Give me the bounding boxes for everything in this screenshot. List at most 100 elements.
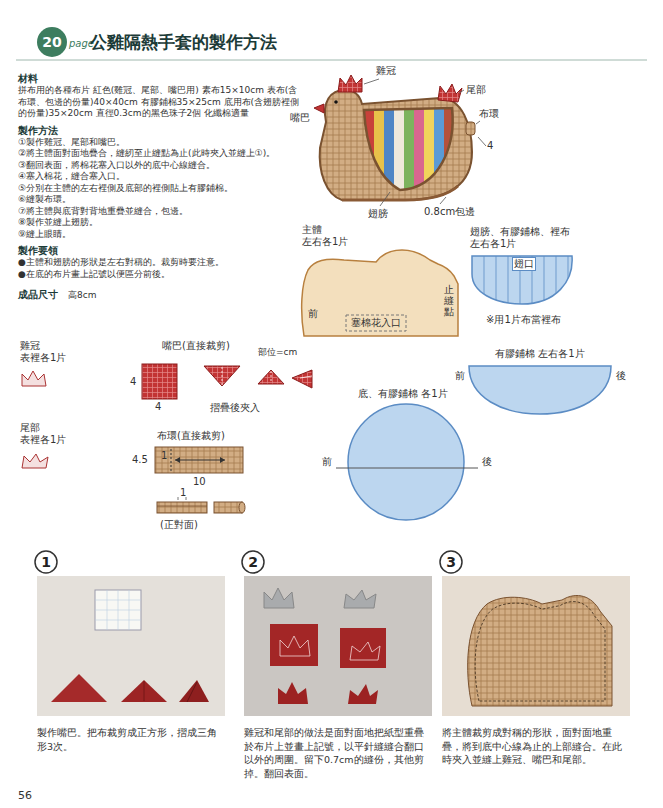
chicken-illustration-part: [334, 100, 338, 104]
chicken-illustration-part: [438, 84, 462, 102]
dimension: 4: [155, 401, 161, 413]
section-heading: 材料: [18, 73, 300, 85]
photo-panel-drawing: [442, 576, 630, 716]
dimension: 4: [130, 376, 136, 388]
piece-label: 雞冠 表裡各1片: [20, 340, 78, 364]
dimension: 10: [193, 476, 206, 488]
photo-panel-drawing: [264, 588, 294, 608]
chicken-illustration: [314, 75, 475, 200]
photo-panel-drawing: [121, 680, 167, 702]
pattern-piece-drawing: [556, 256, 557, 306]
loop-strip-steps-part: [157, 506, 207, 507]
photo-panel: 1製作嘴巴。把布裁剪成正方形，摺成三角形3次。: [33, 550, 229, 790]
photo-panel-drawing: [144, 681, 145, 701]
chicken-illustration-part: [320, 90, 472, 200]
chicken-illustration-part: [338, 75, 362, 92]
mark-label: 止縫點: [444, 284, 454, 317]
pattern-piece-drawing: [22, 371, 46, 386]
chicken-illustration-part-part: [434, 105, 444, 195]
photo-panel-drawing: [37, 576, 225, 716]
piece-label: 布環(直接裁剪): [157, 430, 225, 442]
dimension: 1: [180, 487, 186, 499]
photo-panel-drawing: [264, 588, 386, 704]
photo-panel-drawing: [440, 551, 462, 573]
dimension: 4: [487, 140, 493, 152]
pattern-piece-drawing: [496, 256, 497, 306]
photo-panel-drawing: [348, 684, 378, 704]
piece-label: 嘴巴(直接裁剪): [162, 340, 230, 352]
pattern-piece-drawing: [175, 457, 225, 463]
pattern-piece-drawing: [175, 460, 225, 461]
page-header-part: [37, 27, 67, 57]
dimension: 4.5: [132, 454, 148, 466]
piece-label: 底、有膠鋪棉 各1片: [358, 388, 448, 400]
part-name: 翅膀: [368, 208, 388, 220]
photo-panel: 3將主體裁剪成對稱的形狀，面對面地重疊，將到底中心線為止的上部縫合。在此時夾入並…: [438, 550, 634, 790]
beak-folding-steps-part: [292, 370, 312, 388]
photo-panel-drawing: [350, 642, 380, 660]
beak-folding-steps: [204, 366, 312, 388]
chicken-illustration-part-part: [394, 105, 404, 195]
pattern-piece: 布環(直接裁剪) 1: [153, 430, 253, 475]
leader-line-part: [440, 197, 446, 204]
section-heading: 製作要領: [18, 245, 300, 257]
step-caption: 製作嘴巴。把布裁剪成正方形，摺成三角形3次。: [37, 726, 225, 753]
chicken-illustration-part: [364, 108, 453, 190]
tip-text: ●在底的布片畫上記號以便區分前後。: [18, 269, 300, 281]
step-text: ②將主體面對面地疊合，縫紉至止縫點為止(此時夾入並縫上①)。: [18, 148, 300, 160]
mark-label: 前: [455, 370, 465, 382]
pattern-piece: 有膠鋪棉 左右各1片前後: [455, 346, 630, 418]
loop-strip-steps-part: [178, 497, 179, 500]
leader-line-part: [380, 192, 390, 206]
section-heading: 成品尺寸: [18, 289, 58, 301]
pattern-piece-drawing: [544, 256, 545, 306]
pattern-piece: 雞冠 表裡各1片: [20, 340, 80, 390]
photo-panel-drawing: [344, 590, 376, 608]
loop-strip-steps-part: [157, 502, 207, 513]
page-header-part: [16, 60, 647, 61]
step-text: ③翻回表面，將棉花塞入口以外的底中心線縫合。: [18, 160, 300, 172]
part-name: 0.8cm包邊: [424, 206, 475, 218]
step-text: ⑥縫製布環。: [18, 194, 300, 206]
pattern-piece: 底、有膠鋪棉 各1片前後: [322, 386, 494, 520]
chicken-illustration-part: [314, 104, 324, 113]
photo-panel-drawing: [280, 636, 310, 656]
pattern-piece-drawing: [469, 366, 611, 414]
mark-label: 前: [308, 308, 318, 320]
mark-label: 1: [161, 450, 167, 462]
photo-panel-drawing: [187, 682, 197, 702]
beak-folding-steps-part: [222, 367, 223, 385]
beak-folding-steps-part: [258, 370, 284, 384]
loop-strip-steps-part: [214, 502, 242, 513]
photo-panel-drawing: [468, 596, 612, 706]
photo-panel-drawing: [340, 628, 386, 668]
part-name: 嘴巴: [290, 112, 310, 124]
pattern-piece-drawing: [171, 449, 172, 471]
pattern-piece: 尾部 表裡各1片: [20, 422, 80, 472]
photo-panel-drawing: [51, 590, 209, 702]
part-name: 布環: [479, 108, 499, 120]
photo-panel-drawing: [118, 590, 119, 630]
leader-line-part: [476, 121, 480, 124]
pattern-piece-drawing: [22, 454, 48, 468]
folio: 56: [18, 790, 32, 802]
photo-panel-drawing: [270, 624, 318, 666]
pattern-piece-drawing: [155, 447, 243, 473]
size-value: 高8cm: [68, 290, 96, 302]
piece-label: 翅膀、有膠鋪棉、裡布 左右各1片: [470, 226, 588, 250]
step-text: ⑧製作並縫上翅膀。: [18, 217, 300, 229]
beak-folding-steps-part: [271, 371, 272, 383]
pattern-piece-drawing: [336, 468, 478, 469]
pattern-piece-drawing: [484, 256, 568, 306]
step-text: ⑨縫上眼睛。: [18, 229, 300, 241]
part-name: 雞冠: [376, 65, 396, 77]
loop-strip-steps: [157, 497, 245, 513]
loop-strip-steps-part: [239, 502, 245, 513]
chicken-illustration-part: [342, 186, 458, 200]
note: 部位=cm: [258, 346, 297, 358]
photo-panel-drawing: [278, 682, 308, 704]
tip-text: ●主體和翅膀的形狀是左右對稱的。裁剪時要注意。: [18, 257, 300, 269]
note: ※用1片布當裡布: [486, 314, 561, 326]
piece-label: 主體 左右各1片: [302, 224, 362, 248]
chicken-illustration-part-part: [414, 105, 424, 195]
